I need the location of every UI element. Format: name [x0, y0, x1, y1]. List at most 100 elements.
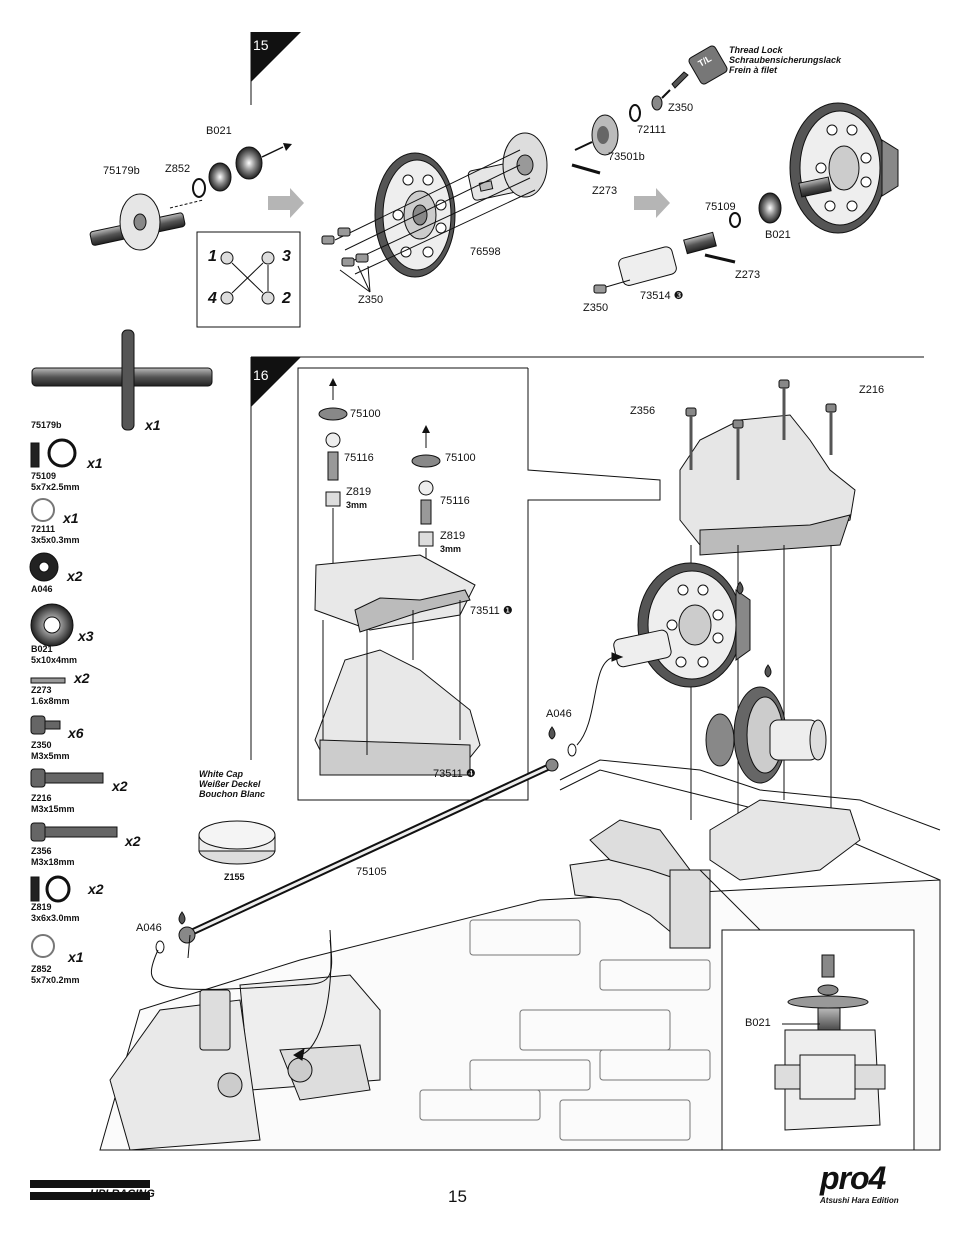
part-z350-size: M3x5mm: [31, 751, 70, 761]
label-a046-b: A046: [136, 922, 162, 934]
label-75100-b: 75100: [445, 452, 476, 464]
hpi-logo: [30, 1180, 150, 1200]
part-z350-qty: x6: [68, 725, 84, 741]
part-72111-code: 72111: [31, 524, 56, 534]
label-3mm-a: 3mm: [346, 500, 368, 510]
page-number: 15: [448, 1187, 467, 1206]
part-z356-size: M3x18mm: [31, 857, 75, 867]
z350-leader-lines: [339, 265, 371, 293]
label-76598: 76598: [470, 246, 501, 258]
part-z819-code: Z819: [31, 902, 52, 912]
label-a046-a: A046: [546, 708, 572, 720]
top-brace-detail-box: [297, 367, 661, 801]
bearing-detail-box: [699, 869, 915, 1151]
label-73501b: 73501b: [608, 151, 645, 163]
label-z273-a: Z273: [592, 185, 618, 197]
part-75109-qty: x1: [87, 455, 103, 471]
part-z819-size: 3x6x3.0mm: [31, 913, 80, 923]
label-72111: 72111: [637, 124, 666, 136]
thread-lock-fr: Frein à filet: [729, 65, 778, 75]
part-z356-qty: x2: [125, 833, 141, 849]
label-75105: 75105: [356, 866, 387, 878]
part-z216-size: M3x15mm: [31, 804, 75, 814]
white-cap-de: Weißer Deckel: [199, 779, 261, 789]
label-z350-a: Z350: [358, 294, 384, 306]
part-z356-code: Z356: [31, 846, 52, 856]
label-75179b: 75179b: [103, 165, 140, 177]
white-cap-z155: [198, 820, 276, 865]
top-bulkhead: [679, 379, 856, 860]
diff-housing-73501b: [467, 132, 548, 201]
label-b021: B021: [206, 125, 232, 137]
part-75179b-qty: x1: [145, 417, 161, 433]
label-z216: Z216: [859, 384, 885, 396]
label-73511-4: 73511 ❹: [433, 768, 476, 780]
label-z350-b: Z350: [668, 102, 694, 114]
part-75109-code: 75109: [31, 471, 57, 481]
label-z356: Z356: [630, 405, 656, 417]
part-75179b-code: 75179b: [31, 420, 62, 430]
part-z819-qty: x2: [88, 881, 104, 897]
oil-drops: [178, 581, 772, 925]
white-cap-note: White Cap Weißer Deckel Bouchon Blanc: [199, 769, 265, 799]
label-75116-b: 75116: [440, 495, 470, 507]
order-1: 1: [208, 248, 217, 265]
label-z819-a: Z819: [346, 486, 372, 498]
label-z852: Z852: [165, 163, 191, 175]
thread-lock-bottle: [661, 45, 728, 99]
label-73514: 73514 ❸: [640, 290, 684, 302]
part-z273-size: 1.6x8mm: [31, 696, 70, 706]
hpi-racing-logo-text: HPI RACING: [90, 1188, 155, 1200]
pro4-logo: pro4: [820, 1160, 886, 1196]
part-72111-qty: x1: [63, 510, 79, 526]
label-3mm-b: 3mm: [440, 544, 462, 554]
outdrive-73514: [618, 231, 736, 286]
part-z852-qty: x1: [68, 949, 84, 965]
part-b021-code: B021: [31, 644, 53, 654]
screw-lines: [334, 149, 536, 275]
center-shaft-75105: [150, 652, 624, 1061]
step-16-number: 16: [253, 367, 269, 383]
label-z155: Z155: [224, 872, 245, 882]
small-gear-72111: [574, 95, 663, 156]
label-b021-b: B021: [765, 229, 791, 241]
arrow-right-2: [634, 188, 670, 218]
part-z350-code: Z350: [31, 740, 52, 750]
label-73511-1: 73511 ❶: [470, 605, 513, 617]
part-z273-qty: x2: [74, 670, 90, 686]
part-z852-code: Z852: [31, 964, 52, 974]
label-75109: 75109: [705, 201, 736, 213]
part-b021-qty: x3: [78, 628, 94, 644]
screws-z350: [321, 227, 369, 267]
part-a046-qty: x2: [67, 568, 83, 584]
label-b021-detail: B021: [745, 1017, 771, 1029]
step-16-frame: [250, 356, 924, 760]
ring-gear-diff: [705, 686, 827, 784]
arrow-right-1: [268, 188, 304, 218]
bearing-b021-a: [208, 143, 292, 192]
thread-lock-de: Schraubensicherungslack: [729, 55, 842, 65]
label-z273-b: Z273: [735, 269, 761, 281]
label-z819-b: Z819: [440, 530, 466, 542]
white-cap-en: White Cap: [199, 769, 243, 779]
bearing-b021-b: [729, 192, 782, 228]
part-72111-size: 3x5x0.3mm: [31, 535, 80, 545]
thread-lock-note: Thread Lock Schraubensicherungslack Frei…: [729, 45, 841, 75]
parts-list-icons: [29, 329, 213, 958]
part-z216-qty: x2: [112, 778, 128, 794]
assembled-gear: [789, 102, 899, 234]
white-cap-fr: Bouchon Blanc: [199, 789, 266, 799]
label-z350-c: Z350: [583, 302, 609, 314]
tightening-order-box: [196, 231, 301, 328]
part-75109-size: 5x7x2.5mm: [31, 482, 80, 492]
pro4-logo-sub: Atsushi Hara Edition: [820, 1196, 899, 1205]
diff-shaft-75179b: [89, 193, 204, 251]
screw-z350-outdrive: [593, 279, 631, 294]
label-75116-a: 75116: [344, 452, 374, 464]
pin-z273-a: [571, 163, 601, 175]
label-75100-a: 75100: [350, 408, 381, 420]
part-z273-code: Z273: [31, 685, 52, 695]
step-15-frame: [250, 32, 301, 105]
spur-gear-step16: [613, 562, 751, 688]
